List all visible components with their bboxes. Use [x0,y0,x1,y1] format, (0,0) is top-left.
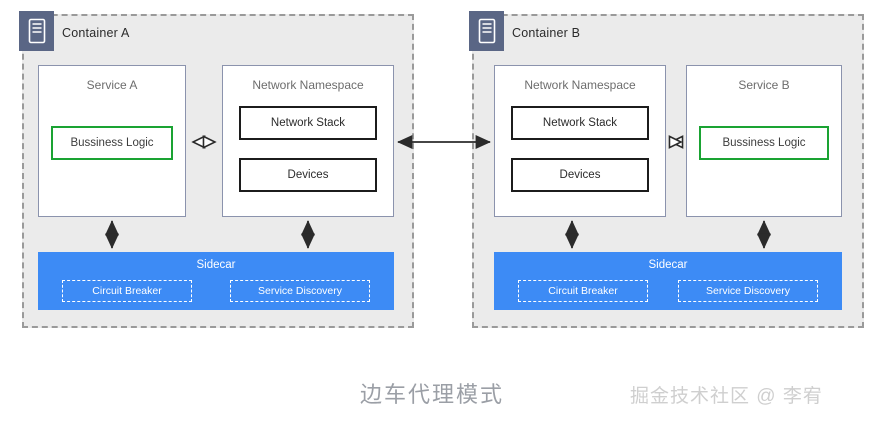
panel-service-a: Service A Bussiness Logic [38,65,186,217]
devices-a: Devices [239,158,377,192]
sidecar-a: Sidecar Circuit Breaker Service Discover… [38,252,394,310]
panel-network-namespace-a: Network Namespace Network Stack Devices [222,65,394,217]
circuit-breaker-a: Circuit Breaker [62,280,192,302]
business-logic-b: Bussiness Logic [699,126,829,160]
devices-b: Devices [511,158,649,192]
network-stack-a: Network Stack [239,106,377,140]
container-b-title: Container B [512,26,581,40]
network-stack-b: Network Stack [511,106,649,140]
sidecar-b-title: Sidecar [648,259,688,271]
service-discovery-b: Service Discovery [678,280,818,302]
panel-service-b: Service B Bussiness Logic [686,65,842,217]
diagram-caption: 边车代理模式 [360,382,505,407]
panel-network-namespace-b-title: Network Namespace [524,78,636,92]
server-icon [19,11,54,51]
panel-service-a-title: Service A [86,78,138,92]
business-logic-a: Bussiness Logic [51,126,173,160]
watermark: 掘金技术社区 @ 李宥 [630,386,823,407]
panel-network-namespace-b: Network Namespace Network Stack Devices [494,65,666,217]
sidecar-b: Sidecar Circuit Breaker Service Discover… [494,252,842,310]
container-a-title: Container A [62,26,130,40]
panel-service-b-title: Service B [738,78,790,92]
panel-network-namespace-a-title: Network Namespace [252,78,364,92]
sidecar-a-title: Sidecar [196,259,236,271]
service-discovery-a: Service Discovery [230,280,370,302]
server-icon [469,11,504,51]
circuit-breaker-b: Circuit Breaker [518,280,648,302]
